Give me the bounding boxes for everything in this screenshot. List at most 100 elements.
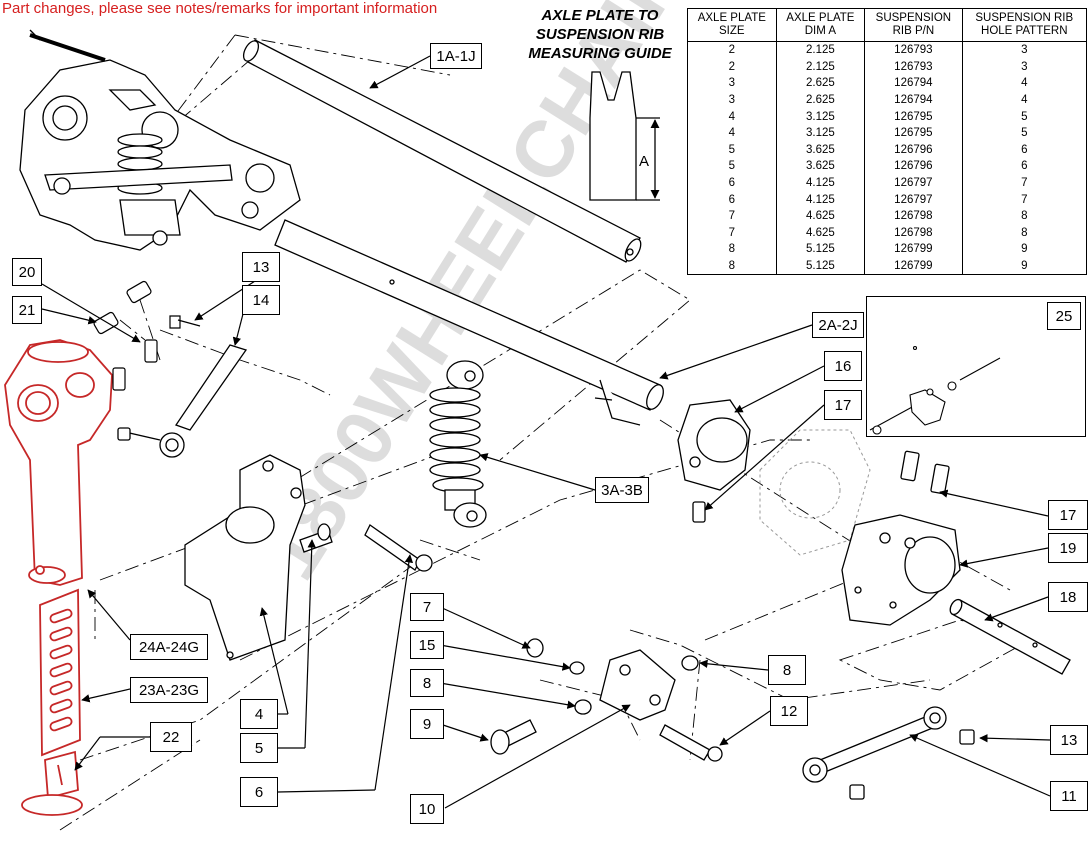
table-cell: 126799 [864, 257, 963, 276]
mounting-bracket [184, 454, 306, 661]
link-bracket [490, 638, 723, 762]
turnbuckle-rod [117, 344, 248, 458]
table-cell: 126798 [864, 224, 963, 242]
table-cell: 7 [961, 174, 1088, 192]
table-cell: 126797 [864, 174, 963, 192]
dimension-a-label: A [639, 153, 649, 170]
rib-tube [274, 219, 664, 426]
part-change-notice: Part changes, please see notes/remarks f… [2, 0, 438, 17]
table-cell: 9 [961, 257, 1088, 276]
callout-2a-2j: 2A-2J [812, 312, 864, 338]
bracket-bolts [299, 523, 433, 572]
table-cell: 126799 [864, 241, 963, 258]
table-cell: 6 [961, 141, 1088, 159]
set-screws-left [93, 280, 201, 391]
callout-8-right: 8 [768, 655, 806, 685]
table-cell: 2.625 [775, 91, 866, 109]
callout-11: 11 [1050, 781, 1088, 811]
callout-25: 25 [1047, 302, 1081, 330]
table-cell: 4.625 [775, 224, 866, 242]
table-cell: 3 [961, 58, 1088, 76]
callout-14: 14 [242, 285, 280, 315]
callout-20: 20 [12, 258, 42, 286]
table-cell: 2.125 [775, 58, 866, 76]
table-cell: 4.625 [775, 207, 866, 225]
table-cell: 4 [961, 91, 1088, 109]
table-cell: 126796 [864, 141, 963, 159]
link-rod [802, 706, 975, 800]
table-cell: 126793 [864, 58, 963, 76]
callout-6: 6 [240, 777, 278, 807]
callout-3a-3b: 3A-3B [595, 477, 649, 503]
frame-assembly [19, 29, 301, 251]
ghost-clamp [759, 429, 871, 556]
guide-title-line: MEASURING GUIDE [528, 45, 672, 62]
callout-9: 9 [410, 709, 444, 739]
callout-18: 18 [1048, 582, 1088, 612]
axle-tube [242, 39, 642, 263]
callout-15: 15 [410, 631, 444, 659]
highlighted-mount-tube [4, 339, 113, 586]
inset-detail-frame [866, 296, 1086, 437]
shock-absorber [429, 360, 487, 528]
table-cell: 5.125 [775, 257, 866, 276]
table-cell: 126794 [864, 75, 963, 92]
callout-13-right: 13 [1050, 725, 1088, 755]
table-cell: 5 [961, 124, 1088, 142]
callout-24a-24g: 24A-24G [130, 634, 208, 660]
callout-23a-23g: 23A-23G [130, 677, 208, 703]
table-cell: 8 [961, 224, 1088, 242]
callout-22: 22 [150, 722, 192, 752]
callout-16: 16 [824, 351, 862, 381]
callout-17-right: 17 [1048, 500, 1088, 530]
table-cell: 126793 [864, 41, 963, 59]
table-cell: 4 [961, 75, 1088, 92]
callout-7: 7 [410, 593, 444, 621]
rib-clamp [677, 399, 751, 523]
table-cell: 126798 [864, 207, 963, 225]
table-cell: 126795 [864, 124, 963, 142]
table-cell: 126796 [864, 158, 963, 175]
table-cell: 4.125 [775, 191, 866, 208]
table-cell: 8 [961, 207, 1088, 225]
table-cell: 7 [961, 191, 1088, 208]
table-cell: 3.125 [775, 124, 866, 142]
measuring-guide-sketch [589, 71, 660, 201]
table-cell: 3.625 [775, 158, 866, 175]
table-cell: 2.125 [775, 41, 866, 59]
callout-21: 21 [12, 296, 42, 324]
table-cell: 4.125 [775, 174, 866, 192]
callout-4: 4 [240, 699, 278, 729]
highlighted-axle-plate [39, 588, 81, 757]
table-cell: 126797 [864, 191, 963, 208]
leader-lines [41, 55, 1051, 809]
callout-10: 10 [410, 794, 444, 824]
inset-detail-sketch [869, 345, 1001, 435]
table-cell: 6 [961, 158, 1088, 175]
callout-13-top: 13 [242, 252, 280, 282]
table-cell: 5 [961, 108, 1088, 125]
axle-clamp [841, 450, 961, 626]
measuring-guide-title: AXLE PLATE TO SUSPENSION RIB MEASURING G… [515, 6, 685, 63]
callout-12: 12 [770, 696, 808, 726]
